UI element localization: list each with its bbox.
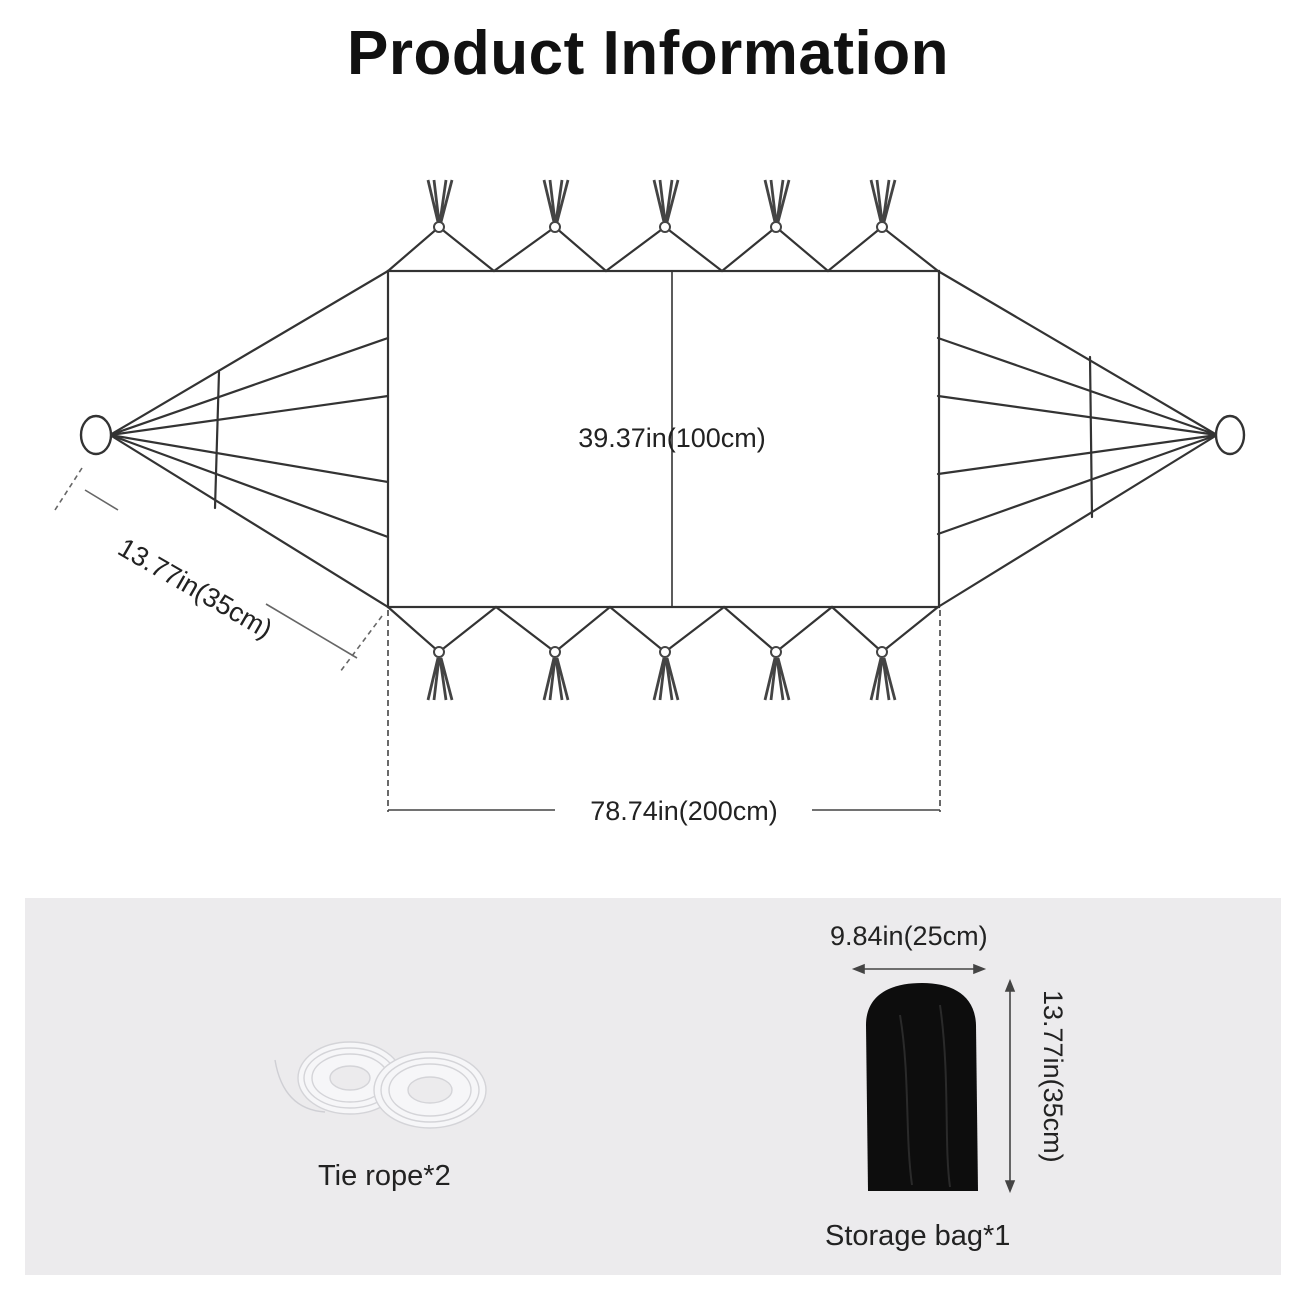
width-label: 39.37in(100cm) xyxy=(578,423,766,453)
tassel-icon xyxy=(652,179,680,233)
bottom-zigzag xyxy=(386,605,940,654)
right-end-ring-icon xyxy=(1214,414,1246,456)
rope-dimension xyxy=(54,467,383,673)
left-strings xyxy=(108,269,390,609)
bag-height-label: 13.77in(35cm) xyxy=(1038,990,1068,1163)
length-dimension xyxy=(387,610,941,812)
tassel-icon xyxy=(426,179,454,233)
hammock-diagram: 78.74in(200cm) 39.37in(100cm) 13.77in(35… xyxy=(54,179,1246,826)
tassel-icon xyxy=(763,646,791,701)
left-end-ring-icon xyxy=(79,414,113,456)
accessories-panel xyxy=(25,898,1281,1275)
tie-rope-label: Tie rope*2 xyxy=(318,1160,451,1192)
tassel-icon xyxy=(542,179,570,233)
tassel-icon xyxy=(763,179,791,233)
bottom-tassels xyxy=(426,646,897,701)
tassel-icon xyxy=(869,646,897,701)
bag-width-arrow xyxy=(851,963,987,975)
tassel-icon xyxy=(426,646,454,701)
storage-bag-label: Storage bag*1 xyxy=(825,1220,1011,1252)
length-label: 78.74in(200cm) xyxy=(590,796,778,826)
tassel-icon xyxy=(652,646,680,701)
right-strings xyxy=(936,269,1219,609)
top-tassels xyxy=(426,179,897,233)
bag-height-arrow xyxy=(1004,978,1016,1194)
storage-bag-image xyxy=(851,963,1016,1194)
bag-width-label: 9.84in(25cm) xyxy=(830,921,988,951)
top-zigzag xyxy=(386,225,940,273)
storage-bag-icon xyxy=(866,983,978,1191)
tie-rope-image xyxy=(274,1041,487,1129)
page-title: Product Information xyxy=(347,19,949,88)
rope-length-label: 13.77in(35cm) xyxy=(113,532,277,644)
tassel-icon xyxy=(869,179,897,233)
hammock-bed xyxy=(386,269,941,609)
tassel-icon xyxy=(542,646,570,701)
